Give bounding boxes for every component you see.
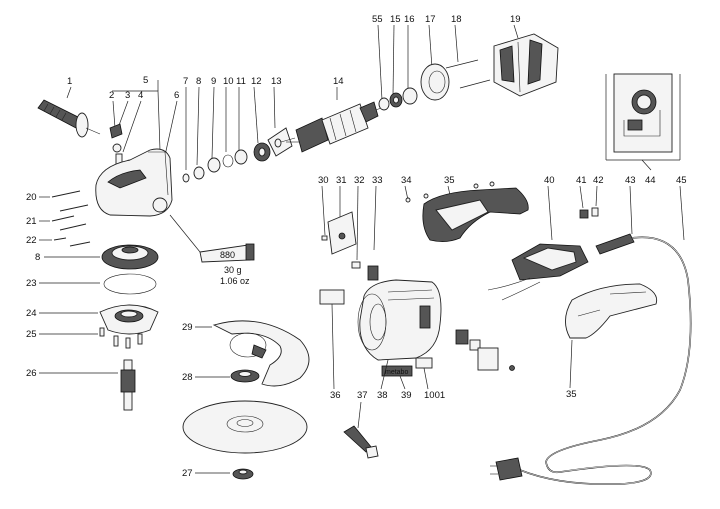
grinding-disc xyxy=(182,400,308,454)
part-label-17: 17 xyxy=(425,14,436,25)
part-label-32: 32 xyxy=(354,175,365,186)
part-label-39: 43 xyxy=(625,175,636,186)
part-label-11: 11 xyxy=(236,76,246,87)
label-group-center: 30 31 32 33 34 35 xyxy=(318,175,455,261)
switch-assembly: 40 xyxy=(487,175,589,301)
part-label-14: 14 xyxy=(333,76,344,87)
part-label-37: 41 xyxy=(576,175,587,186)
spindle: 26 xyxy=(26,359,136,411)
part-label-10: 10 xyxy=(223,76,234,87)
stator-screws xyxy=(445,59,491,89)
part-label-55: 55 xyxy=(372,14,383,25)
part-label-1001: 44 xyxy=(645,175,656,186)
motor-housing xyxy=(319,279,442,361)
clamping-flange: 28 xyxy=(182,369,260,383)
label-group-bottom-center: 36 37 38 39 1001 xyxy=(330,303,445,401)
part-label-24: 24 xyxy=(26,308,37,319)
part-label-28: 28 xyxy=(182,372,193,383)
shaft-washers xyxy=(182,127,300,183)
part-label-41: 36 xyxy=(330,390,341,401)
bearing-flange: 24 25 xyxy=(26,304,159,349)
grease-weight-g: 30 g xyxy=(224,265,242,275)
part-label-27: 27 xyxy=(182,468,193,479)
part-label-1: 1 xyxy=(67,76,72,87)
part-label-13: 13 xyxy=(271,76,282,87)
part-label-40: 45 xyxy=(676,175,687,186)
rear-handle-shell: 35 xyxy=(565,283,658,400)
label-group-armature: 14 55 15 16 17 18 19 xyxy=(333,14,521,101)
part-label-7: 7 xyxy=(183,76,188,87)
o-ring: 23 xyxy=(26,273,157,295)
part-label-31: 31 xyxy=(336,175,347,186)
part-label-30: 30 xyxy=(318,175,329,186)
part-label-16: 16 xyxy=(404,14,415,25)
part-label-2: 2 xyxy=(109,90,114,101)
small-clips xyxy=(351,261,379,281)
brand-sticker: metabo xyxy=(381,357,433,377)
part-label-38: 42 xyxy=(593,175,604,186)
wiring-diagram-box xyxy=(605,73,681,171)
part-label-25: 25 xyxy=(26,329,37,340)
part-label-8-lower: 8 xyxy=(35,252,40,263)
brush-holder-plate xyxy=(321,211,357,255)
housing-shell-top xyxy=(405,181,529,242)
part-label-26: 26 xyxy=(26,368,37,379)
part-label-15: 15 xyxy=(390,14,401,25)
part-label-22: 22 xyxy=(26,235,37,246)
spanner-wrench xyxy=(343,401,379,459)
part-label-44: 39 xyxy=(401,390,412,401)
part-label-29: 29 xyxy=(182,322,193,333)
side-handle xyxy=(37,99,101,138)
part-label-45: 1001 xyxy=(424,390,445,401)
part-label-33: 33 xyxy=(372,175,383,186)
armature xyxy=(274,101,387,153)
grease-tube-code: 880 xyxy=(220,250,235,260)
bevel-gear: 8 xyxy=(35,244,159,270)
switch-parts xyxy=(455,329,515,371)
part-label-42: 37 xyxy=(357,390,368,401)
brush-parts-37-38: 41 42 xyxy=(576,175,604,219)
fan-baffle xyxy=(420,63,450,101)
gear-housing xyxy=(95,148,173,217)
part-label-3: 3 xyxy=(125,90,130,101)
part-label-35-bottom: 35 xyxy=(566,389,577,400)
stator xyxy=(493,33,559,97)
grease-tube: 880 30 g 1.06 oz xyxy=(169,214,255,286)
part-label-6: 6 xyxy=(174,90,179,101)
part-label-35-top: 35 xyxy=(444,175,455,186)
brand-sticker-text: metabo xyxy=(385,369,408,376)
armature-bearings xyxy=(378,87,418,111)
leader-lines-top-left xyxy=(66,80,276,170)
part-label-19: 19 xyxy=(510,14,521,25)
part-label-36: 40 xyxy=(544,175,555,186)
part-label-5: 5 xyxy=(143,75,148,86)
part-label-43: 38 xyxy=(377,390,388,401)
gear-head-small-parts xyxy=(109,123,123,167)
part-label-8: 8 xyxy=(196,76,201,87)
part-label-9: 9 xyxy=(211,76,216,87)
part-label-23: 23 xyxy=(26,278,37,289)
label-group-top-left: 1 2 3 4 5 6 7 8 9 10 11 12 13 xyxy=(67,75,282,101)
part-label-12: 12 xyxy=(251,76,262,87)
wheel-guard: 29 xyxy=(182,320,310,387)
grease-weight-oz: 1.06 oz xyxy=(220,276,250,286)
part-label-20: 20 xyxy=(26,192,37,203)
part-label-18: 18 xyxy=(451,14,462,25)
power-cable: 43 44 45 xyxy=(490,175,692,486)
part-label-34: 34 xyxy=(401,175,412,186)
part-label-21: 21 xyxy=(26,216,37,227)
part-label-4: 4 xyxy=(138,90,143,101)
clamping-nut: 27 xyxy=(182,468,254,480)
screws-20-22: 20 21 22 xyxy=(26,190,91,247)
